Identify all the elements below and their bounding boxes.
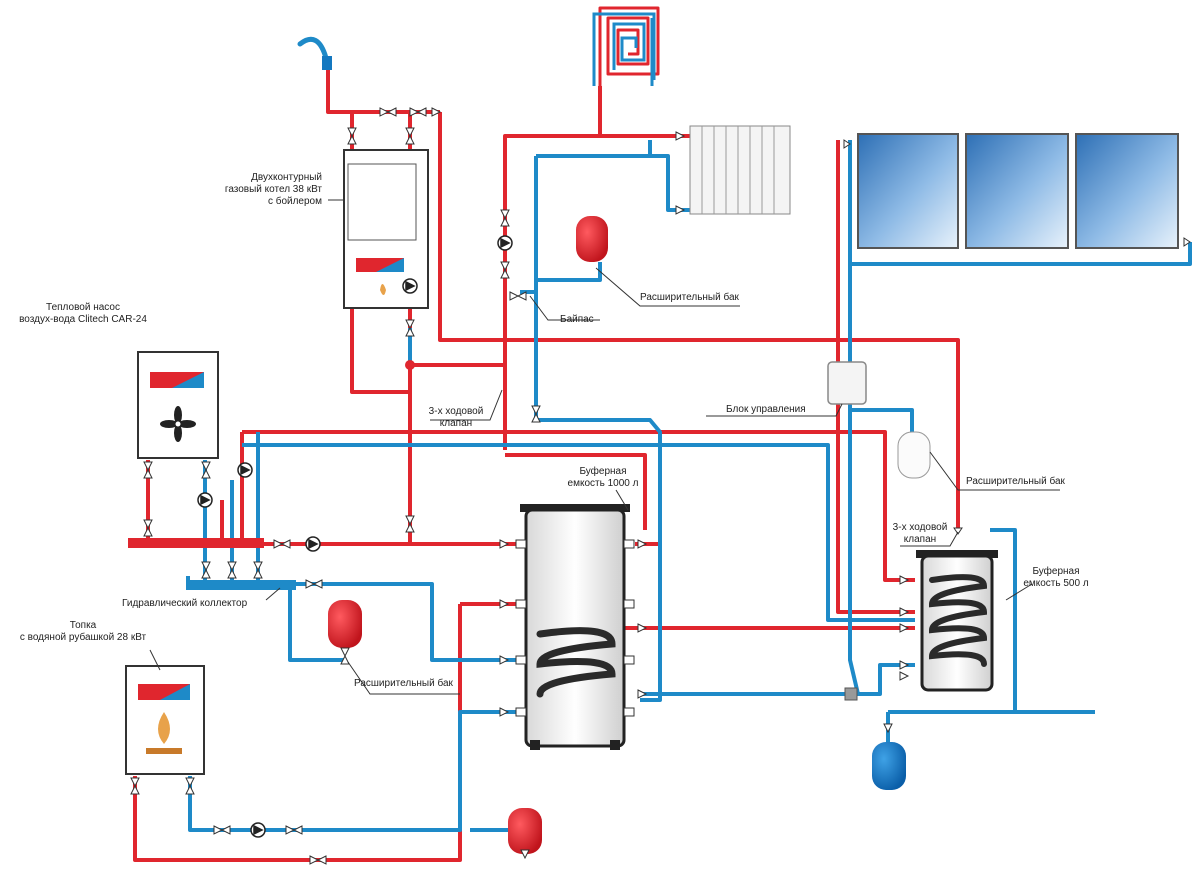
heat-pump — [137, 351, 219, 459]
solar-sensor-node — [844, 687, 858, 701]
fan-icon — [160, 406, 196, 442]
control-unit-label: Блок управления — [726, 404, 806, 415]
furnace — [125, 665, 205, 775]
control-unit-box — [827, 361, 867, 405]
bypass-label: Байпас — [560, 314, 594, 325]
junction-node — [405, 360, 415, 370]
flame-icon — [158, 712, 170, 744]
callout-lines — [149, 199, 1060, 695]
exp-tank-right-label: Расширительный бак — [966, 476, 1065, 487]
hydraulic-collector-cold — [186, 580, 296, 590]
exp-tank-mid-label: Расширительный бак — [354, 678, 453, 689]
gas-boiler-label: Двухконтурный газовый котел 38 кВт с бой… — [224, 172, 322, 207]
expansion-tank-mid — [328, 600, 362, 648]
floor-heating-icon — [592, 12, 656, 86]
solar-collector-icon — [857, 133, 1179, 249]
valve-icon — [130, 107, 1191, 865]
coil-icon — [928, 574, 988, 667]
gas-boiler — [343, 149, 429, 309]
expansion-tank-right — [897, 431, 931, 479]
exp-tank-top-label: Расширительный бак — [640, 292, 739, 303]
faucet-icon — [297, 36, 332, 70]
hydraulic-collector-hot — [128, 538, 264, 548]
buffer-500-label: Буферная емкость 500 л — [1023, 566, 1089, 589]
furnace-label: Топка с водяной рубашкой 28 кВт — [19, 620, 147, 643]
expansion-tank-blue — [872, 742, 906, 790]
three-way-valve-1-label: 3-х ходовой клапан — [428, 406, 484, 429]
pump-icon — [197, 235, 513, 838]
buffer-tank-1000 — [515, 504, 635, 750]
three-way-valve-2-label: 3-х ходовой клапан — [892, 522, 948, 545]
hydraulic-collector-label: Гидравлический коллектор — [122, 598, 248, 609]
expansion-tank-top — [576, 216, 608, 262]
cold-pipes — [186, 18, 1192, 832]
expansion-tank-bottom — [508, 808, 542, 854]
flame-icon — [380, 284, 386, 295]
radiator-icon — [689, 125, 791, 215]
buffer-tank-500 — [916, 550, 998, 692]
heat-pump-label: Тепловой насос воздух-вода Clitech CAR-2… — [19, 302, 147, 325]
coil-icon — [536, 627, 616, 698]
buffer-1000-label: Буферная емкость 1000 л — [567, 466, 639, 489]
